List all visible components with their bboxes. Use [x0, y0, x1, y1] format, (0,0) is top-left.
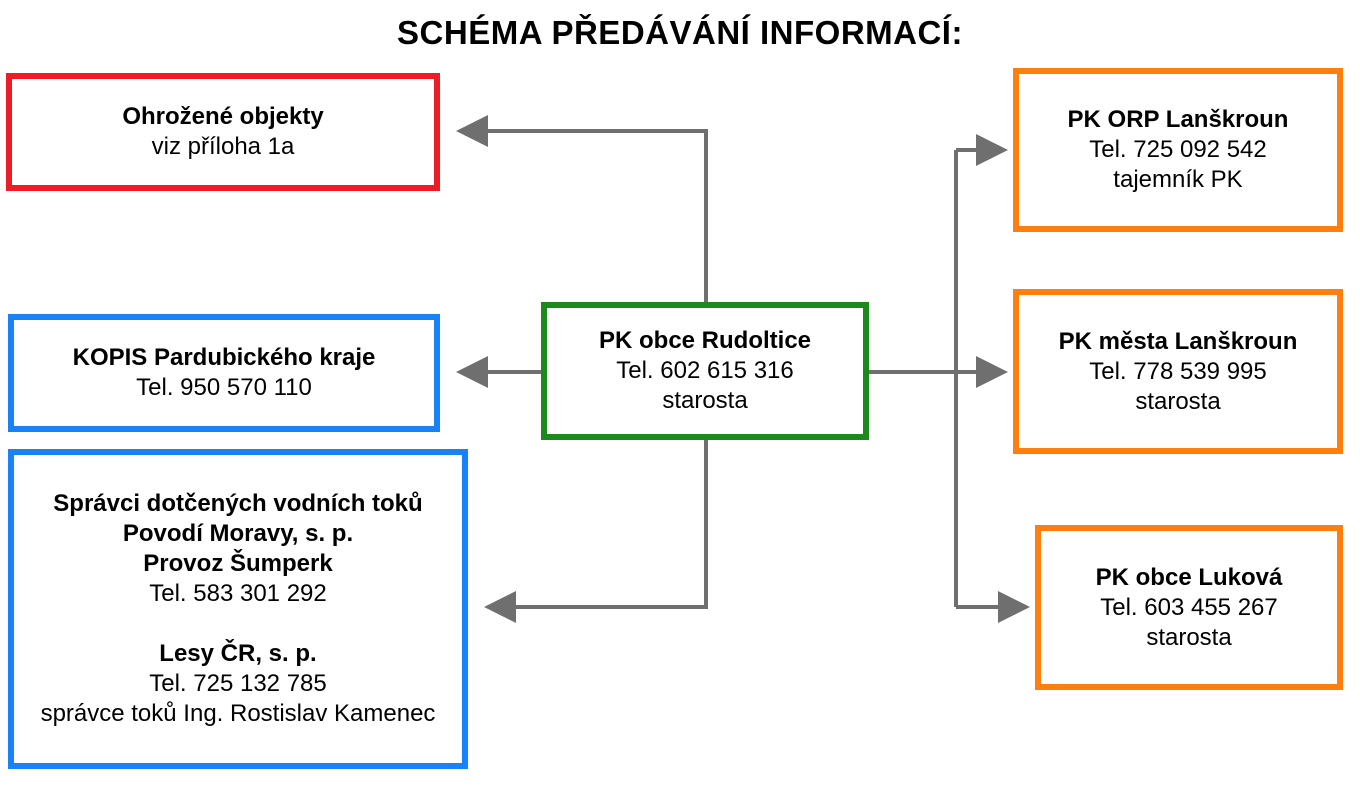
- node-unit: Provoz Šumperk: [143, 550, 333, 577]
- node-role: starosta: [1135, 387, 1221, 415]
- node-ohrozene-objekty: Ohrožené objekty viz příloha 1a: [6, 73, 440, 191]
- node-title: PK ORP Lanškroun: [1067, 106, 1289, 133]
- node-phone: Tel. 778 539 995: [1089, 357, 1267, 385]
- node-phone: Tel. 950 570 110: [136, 374, 312, 401]
- node-text: viz příloha 1a: [151, 133, 295, 160]
- arrow-to-ohrozene: [456, 115, 708, 305]
- node-title: PK obce Luková: [1095, 563, 1283, 591]
- node-lukova: PK obce Luková Tel. 603 455 267 starosta: [1035, 525, 1343, 690]
- node-title: KOPIS Pardubického kraje: [72, 344, 376, 371]
- node-role: starosta: [1146, 623, 1232, 651]
- node-title: Správci dotčených vodních toků: [53, 490, 423, 517]
- node-kopis: KOPIS Pardubického kraje Tel. 950 570 11…: [8, 314, 440, 432]
- node-title: Ohrožené objekty: [122, 103, 324, 130]
- node-phone: Tel. 583 301 292: [149, 580, 327, 607]
- node-org: Povodí Moravy, s. p.: [122, 520, 354, 547]
- arrow-to-spravci: [484, 438, 708, 623]
- node-role: starosta: [662, 387, 748, 414]
- node-spravci-toku: Správci dotčených vodních toků Povodí Mo…: [8, 449, 468, 769]
- diagram-title: SCHÉMA PŘEDÁVÁNÍ INFORMACÍ:: [397, 14, 963, 51]
- node-center-rudoltice: PK obce Rudoltice Tel. 602 615 316 staro…: [541, 302, 869, 440]
- node-title: PK obce Rudoltice: [598, 327, 812, 354]
- node-role: správce toků Ing. Rostislav Kamenec: [40, 700, 436, 727]
- node-phone: Tel. 603 455 267: [1100, 593, 1278, 621]
- node-role: tajemník PK: [1113, 166, 1243, 193]
- node-orp-lanskroun: PK ORP Lanškroun Tel. 725 092 542 tajemn…: [1013, 68, 1343, 232]
- node-phone: Tel. 725 132 785: [149, 670, 327, 697]
- node-mesto-lanskroun: PK města Lanškroun Tel. 778 539 995 star…: [1013, 289, 1343, 454]
- node-phone: Tel. 725 092 542: [1089, 136, 1267, 163]
- node-org: Lesy ČR, s. p.: [159, 640, 317, 667]
- node-phone: Tel. 602 615 316: [616, 357, 794, 384]
- node-title: PK města Lanškroun: [1058, 327, 1298, 355]
